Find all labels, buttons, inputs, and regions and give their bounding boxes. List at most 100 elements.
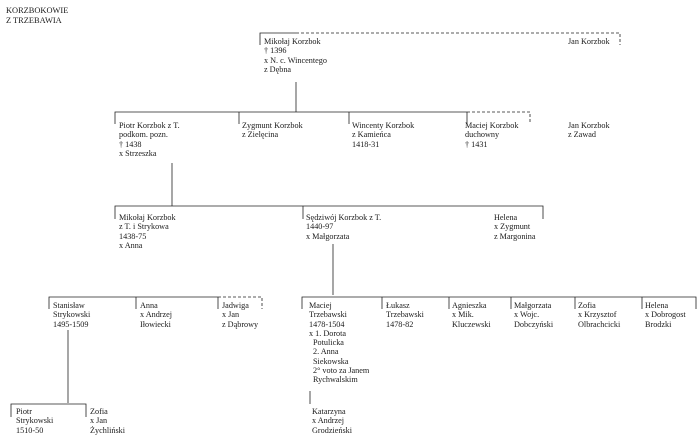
person-detail: Strykowski (53, 310, 91, 320)
person-sedziwoj-korzbok: Sędziwój Korzbok z T. 1440-97 x Małgorza… (306, 213, 381, 241)
person-detail: 2° voto za Janem (313, 366, 370, 376)
person-helena-1: Helena x Zygmunt z Margonina (494, 213, 535, 241)
person-detail: podkom. pozn. (119, 130, 168, 140)
person-name: Maciej Korzbok (465, 121, 519, 130)
person-mikolaj-korzbok-2: Mikołaj Korzbok z T. i Strykowa 1438-75 … (119, 213, 176, 250)
person-detail: x Krzysztof (578, 310, 617, 320)
person-detail: 1418-31 (352, 139, 380, 149)
person-piotr-korzbok: Piotr Korzbok z T. podkom. pozn. † 1438 … (119, 121, 180, 158)
person-detail: † 1431 (465, 139, 488, 149)
person-zygmunt-korzbok: Zygmunt Korzbok z Zielęcina (242, 121, 303, 140)
person-detail: x Zygmunt (494, 222, 531, 232)
person-detail: x Strzeszka (119, 148, 157, 158)
person-name: Jadwiga (222, 301, 249, 310)
person-detail: Trzebawski (309, 310, 347, 320)
person-detail: 1510-50 (16, 425, 44, 435)
person-maciej-korzbok-duchowny: Maciej Korzbok duchowny † 1431 (465, 121, 518, 149)
person-detail: 1438-75 (119, 231, 147, 241)
person-agnieszka: Agnieszka x Mik. Kluczewski (452, 301, 491, 329)
person-helena-2: Helena x Dobrogost Brodzki (645, 301, 686, 329)
person-katarzyna: Katarzyna x Andrzej Grodzieński (312, 407, 352, 435)
person-name: Łukasz (386, 301, 410, 310)
person-detail: x N. c. Wincentego (264, 55, 327, 65)
person-detail: Kluczewski (452, 319, 491, 329)
connector (114, 111, 467, 124)
person-detail: z Zawad (568, 130, 596, 140)
person-detail: z Margonina (494, 231, 536, 241)
person-detail: z T. i Strykowa (119, 222, 169, 232)
connector-dashed (296, 32, 621, 45)
person-detail: † 1396 (264, 46, 287, 56)
person-detail: Olbrachcicki (578, 319, 621, 329)
person-detail: Grodzieński (312, 425, 353, 435)
person-detail: Trzebawski (386, 310, 424, 320)
person-detail: duchowny (465, 130, 500, 140)
person-detail: x Anna (119, 240, 143, 250)
connector (259, 32, 296, 45)
person-name: Zofia (90, 407, 108, 416)
person-stanislaw-strykowski: Stanisław Strykowski 1495-1509 (53, 301, 90, 329)
person-name: Jan Korzbok (568, 37, 610, 46)
person-name: Zofia (578, 301, 596, 310)
person-name: Małgorzata (514, 301, 552, 310)
person-lukasz-trzebawski: Łukasz Trzebawski 1478-82 (386, 301, 424, 329)
person-name: Zygmunt Korzbok (242, 121, 303, 130)
person-malgorzata: Małgorzata x Wojc. Dobczyński (514, 301, 553, 329)
person-mikolaj-korzbok: Mikołaj Korzbok † 1396 x N. c. Wincenteg… (264, 37, 327, 74)
person-name: Jan Korzbok (568, 121, 610, 130)
person-name: Maciej (309, 301, 332, 310)
person-name: Mikołaj Korzbok (264, 37, 321, 46)
person-detail: Iłowiecki (140, 319, 171, 329)
person-detail: x 1. Dorota (309, 328, 347, 338)
person-detail: Strykowski (16, 416, 54, 426)
title-line: KORZBOKOWIE (6, 6, 69, 15)
person-jan-korzbok: Jan Korzbok (568, 37, 610, 46)
person-detail: x Wojc. (514, 310, 540, 320)
person-detail: Rychwalskim (313, 375, 358, 385)
connector (301, 296, 697, 309)
person-detail: z Zielęcina (242, 130, 279, 140)
person-detail: 1478-1504 (309, 319, 345, 329)
person-zofia-1: Zofia x Krzysztof Olbrachcicki (578, 301, 620, 329)
person-detail: † 1438 (119, 139, 142, 149)
person-maciej-trzebawski: Maciej Trzebawski 1478-1504 x 1. Dorota … (309, 301, 369, 385)
person-detail: z Dąbrowy (222, 319, 259, 329)
connector-dashed (467, 111, 531, 124)
title-line: Z TRZEBAWIA (6, 15, 62, 25)
person-anna: Anna x Andrzej Iłowiecki (140, 301, 172, 329)
person-detail: Siekowska (313, 356, 349, 366)
person-detail: 1440-97 (306, 222, 334, 232)
person-name: Anna (140, 301, 158, 310)
person-zofia-2: Zofia x Jan Żychliński (90, 407, 125, 435)
person-jan-korzbok-z-zawad: Jan Korzbok z Zawad (568, 121, 610, 140)
person-detail: 2. Anna (313, 347, 339, 357)
person-detail: Żychliński (90, 425, 126, 435)
connector-dashed (218, 296, 263, 309)
person-name: Wincenty Korzbok (352, 121, 415, 130)
person-name: Agnieszka (452, 301, 487, 310)
person-jadwiga: Jadwiga x Jan z Dąbrowy (222, 301, 258, 329)
connector (114, 205, 544, 219)
person-detail: Dobczyński (514, 319, 554, 329)
person-name: Stanisław (53, 301, 85, 310)
person-name: Helena (645, 301, 669, 310)
person-name: Helena (494, 213, 518, 222)
person-detail: z Kamieńca (352, 130, 391, 140)
person-name: Katarzyna (312, 407, 346, 416)
person-detail: x Andrzej (312, 416, 345, 426)
person-detail: x Małgorzata (306, 231, 350, 241)
person-name: Piotr Korzbok z T. (119, 121, 180, 130)
diagram-title: KORZBOKOWIE Z TRZEBAWIA (6, 6, 68, 25)
person-detail: 1495-1509 (53, 319, 89, 329)
person-piotr-strykowski: Piotr Strykowski 1510-50 (16, 407, 53, 435)
connector (48, 296, 218, 309)
person-wincenty-korzbok: Wincenty Korzbok z Kamieńca 1418-31 (352, 121, 414, 149)
person-detail: x Andrzej (140, 310, 173, 320)
person-name: Piotr (16, 407, 32, 416)
person-name: Sędziwój Korzbok z T. (306, 213, 382, 222)
person-detail: z Dębna (264, 64, 292, 74)
person-detail: x Jan (90, 416, 108, 426)
person-detail: Potulicka (313, 338, 344, 348)
connector (10, 403, 87, 417)
